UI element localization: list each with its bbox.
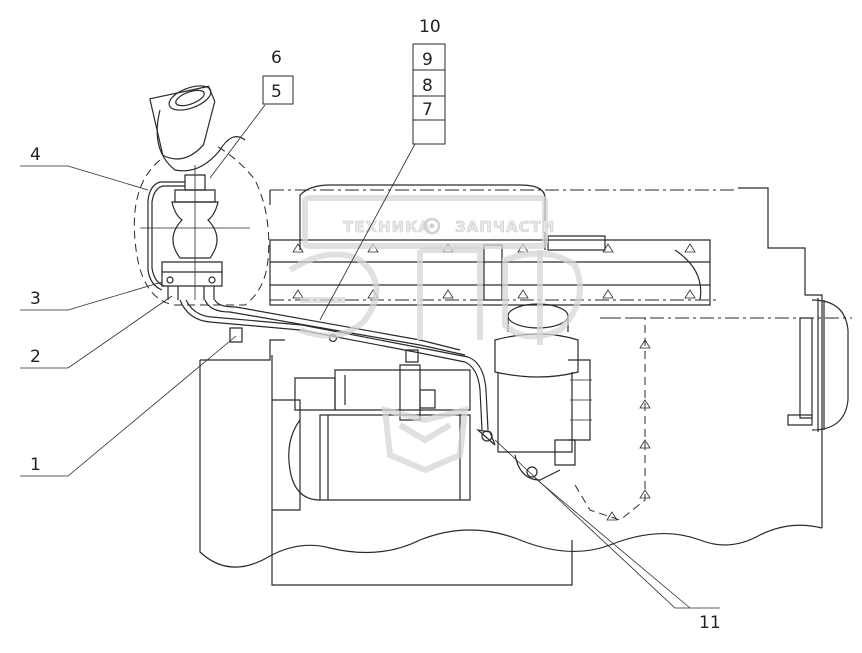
watermark: ТЕХНИКА ЗАПЧАСТИ bbox=[288, 195, 583, 474]
watermark-left-word: ТЕХНИКА bbox=[343, 218, 431, 236]
callout-2: 2 bbox=[30, 347, 41, 367]
callout-3: 3 bbox=[30, 289, 41, 309]
filter-housing bbox=[140, 165, 250, 300]
callout-8: 8 bbox=[422, 76, 433, 96]
watermark-logo bbox=[288, 247, 583, 474]
callout-1: 1 bbox=[30, 455, 41, 475]
oil-pan bbox=[574, 317, 651, 521]
leader-lines bbox=[20, 104, 720, 609]
gear-icon bbox=[423, 217, 441, 235]
callout-10: 10 bbox=[419, 17, 441, 37]
engine-block-outline bbox=[199, 187, 823, 586]
callout-5: 5 bbox=[271, 82, 282, 102]
callout-11: 11 bbox=[699, 613, 721, 633]
watermark-right-word: ЗАПЧАСТИ bbox=[455, 218, 555, 236]
turbocharger bbox=[133, 85, 270, 306]
bolt-row-upper bbox=[292, 243, 696, 299]
starter-motor bbox=[272, 364, 471, 511]
callout-9: 9 bbox=[422, 50, 433, 70]
callout-frames bbox=[262, 43, 446, 145]
callout-labels: 4 3 2 1 6 5 10 9 8 7 11 bbox=[30, 17, 721, 633]
fuel-lines bbox=[179, 299, 496, 446]
callout-6: 6 bbox=[271, 48, 282, 68]
crank-pulley bbox=[600, 298, 852, 432]
callout-7: 7 bbox=[422, 100, 433, 120]
callout-4: 4 bbox=[30, 145, 41, 165]
